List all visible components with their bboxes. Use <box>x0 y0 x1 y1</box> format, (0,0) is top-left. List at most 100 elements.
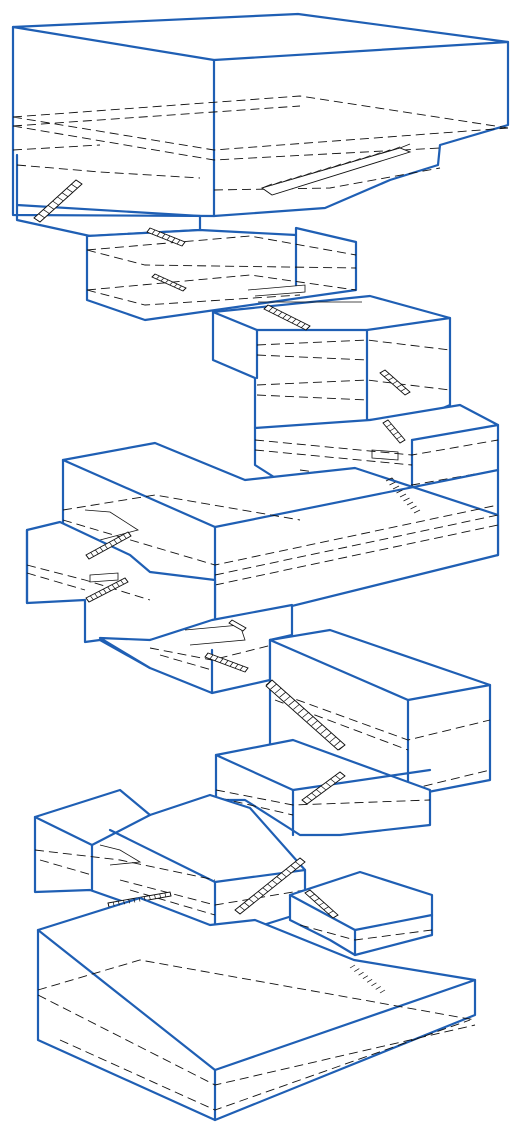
stair-tread <box>393 431 399 436</box>
stair-tread <box>261 183 273 189</box>
stair-tread <box>85 554 90 560</box>
stair-tread <box>151 273 156 278</box>
stair-tread <box>169 281 173 286</box>
stair-tread <box>85 597 90 603</box>
stair-tread <box>43 209 50 214</box>
stair-6b <box>228 619 247 632</box>
stair-tread <box>282 314 287 319</box>
stair-tread <box>234 909 241 915</box>
stair-tread <box>328 910 334 915</box>
stair-tread <box>161 233 166 239</box>
stair-tread <box>318 902 325 906</box>
stair-tread <box>33 217 41 223</box>
stair-tread <box>214 656 219 661</box>
stair-tread <box>339 771 346 777</box>
stair-tread <box>169 891 172 897</box>
stair-tread <box>349 964 356 969</box>
stair-tread <box>404 391 411 396</box>
stair-tread <box>285 868 292 874</box>
stair-tread <box>164 892 167 898</box>
stair-tread <box>305 325 311 331</box>
stair-tread <box>61 192 69 197</box>
stair-tread <box>244 667 249 673</box>
stair-tread <box>160 277 165 282</box>
stair-tread <box>71 183 78 189</box>
stair-tread <box>209 654 214 660</box>
stair-tread <box>299 857 306 863</box>
stair-tread <box>338 744 346 751</box>
stair-tread <box>288 700 296 706</box>
stair-tread <box>403 497 410 502</box>
stair-tread <box>75 179 83 185</box>
stair-tread <box>95 549 99 555</box>
stair-tread <box>392 485 400 490</box>
stair-tread <box>340 160 351 166</box>
stair-tread <box>118 536 122 542</box>
stair-tread <box>159 893 162 898</box>
stair-tread <box>239 665 244 671</box>
stair-tread <box>257 891 264 896</box>
stair-tread <box>171 237 176 243</box>
stair-tread <box>57 196 64 202</box>
stair-tread <box>399 143 411 149</box>
stair-tread <box>267 883 273 889</box>
stair-tread <box>334 740 341 747</box>
stair-tread <box>156 231 161 237</box>
stair-tread <box>271 180 282 186</box>
module-roof <box>11 12 510 218</box>
stair-tread <box>330 163 342 169</box>
stair-tread <box>279 691 286 698</box>
stair-tread <box>112 901 115 907</box>
stair-tread <box>116 582 120 587</box>
stair-tread <box>181 241 186 247</box>
stair-tread <box>47 205 55 210</box>
stair-tread <box>270 683 277 690</box>
stair-tread <box>165 279 169 284</box>
stair-tread <box>306 796 312 801</box>
stair-tread <box>366 978 373 983</box>
stair-tread <box>314 898 320 902</box>
stair-tread <box>321 166 332 172</box>
stair-tread <box>325 732 332 739</box>
stair-tread <box>290 865 296 870</box>
stair-tread <box>281 177 292 183</box>
stair-tread <box>262 887 269 892</box>
stair-tread <box>263 304 269 310</box>
stair-tread <box>90 552 94 557</box>
stair-tread <box>204 652 209 658</box>
stair-treads <box>33 143 421 994</box>
stair-tread <box>385 477 393 482</box>
stair-tread <box>107 586 111 592</box>
stair-tread <box>156 275 160 280</box>
stair-tread <box>178 285 182 290</box>
stair-tread <box>389 481 396 486</box>
stair-tread <box>329 736 337 743</box>
stair-tread <box>154 894 156 899</box>
stair-tread <box>399 439 406 444</box>
stair-tread <box>320 785 327 791</box>
stair-tread <box>316 789 322 794</box>
stair-tread <box>113 539 118 544</box>
stair-tread <box>143 896 146 901</box>
stair-tread <box>151 229 156 235</box>
stair-tread <box>291 318 297 324</box>
stair-tread <box>370 152 381 157</box>
stair-tread <box>320 728 327 735</box>
stair-tread <box>281 872 287 878</box>
stair-tread <box>284 695 291 702</box>
module-base <box>36 896 477 1122</box>
stair-tread <box>277 311 283 317</box>
stair-tread <box>362 975 369 980</box>
stair-tread <box>123 900 125 905</box>
stair-tread <box>311 720 318 726</box>
stair-tread <box>120 580 124 585</box>
stair-tread <box>253 894 259 900</box>
stair-tread <box>109 542 113 547</box>
module-2 <box>85 226 358 322</box>
stair-tread <box>124 577 129 583</box>
stair-tread <box>325 782 331 787</box>
stair-tread <box>271 880 278 885</box>
stair-tread <box>138 897 141 902</box>
stair-tread <box>413 509 421 514</box>
